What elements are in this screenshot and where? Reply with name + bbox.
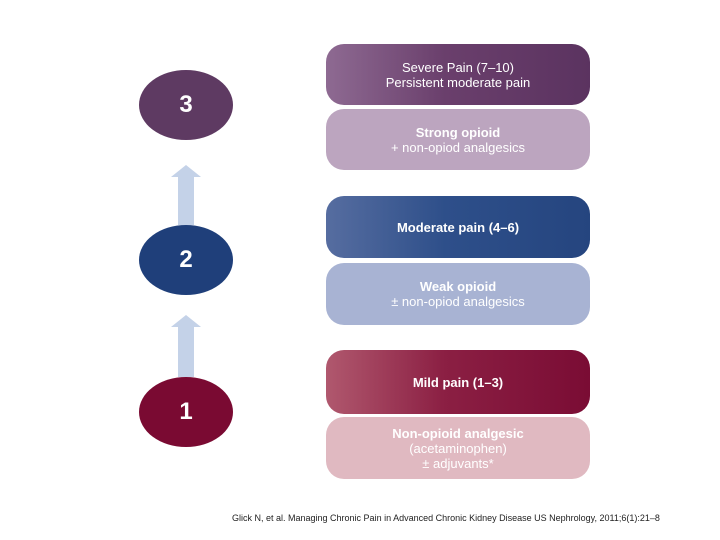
- step-1-treatment-line-1: Non-opioid analgesic: [392, 425, 524, 441]
- step-1-circle: 1: [139, 377, 233, 447]
- step-3-treatment: Strong opioid + non-opiod analgesics: [326, 109, 590, 170]
- step-3-condition: Severe Pain (7–10) Persistent moderate p…: [326, 44, 590, 105]
- step-2-circle: 2: [139, 225, 233, 295]
- up-arrow-2-to-3: [171, 165, 201, 225]
- step-1-condition-line-1: Mild pain (1–3): [412, 374, 504, 390]
- step-1-treatment-line-2: (acetaminophen): [409, 440, 507, 456]
- step-2-treatment-line-2: ± non-opiod analgesics: [391, 294, 525, 309]
- step-2-condition: Moderate pain (4–6): [326, 196, 590, 258]
- step-3-treatment-line-1: Strong opioid: [415, 124, 501, 140]
- citation-text: Glick N, et al. Managing Chronic Pain in…: [232, 513, 660, 523]
- step-3-treatment-line-2: + non-opiod analgesics: [390, 139, 526, 155]
- step-3-condition-line-1: Severe Pain (7–10): [401, 59, 514, 75]
- step-1-treatment-line-3: ± adjuvants*: [422, 455, 494, 471]
- step-2-condition-line-1: Moderate pain (4–6): [396, 219, 520, 235]
- step-3-condition-line-2: Persistent moderate pain: [385, 74, 531, 90]
- step-2-treatment-line-1: Weak opioid: [419, 279, 497, 294]
- step-1-treatment: Non-opioid analgesic (acetaminophen) ± a…: [326, 417, 590, 479]
- step-2-treatment: Weak opioid ± non-opiod analgesics: [326, 263, 590, 325]
- up-arrow-1-to-2: [171, 315, 201, 377]
- step-3-circle: 3: [139, 70, 233, 140]
- step-1-condition: Mild pain (1–3): [326, 350, 590, 414]
